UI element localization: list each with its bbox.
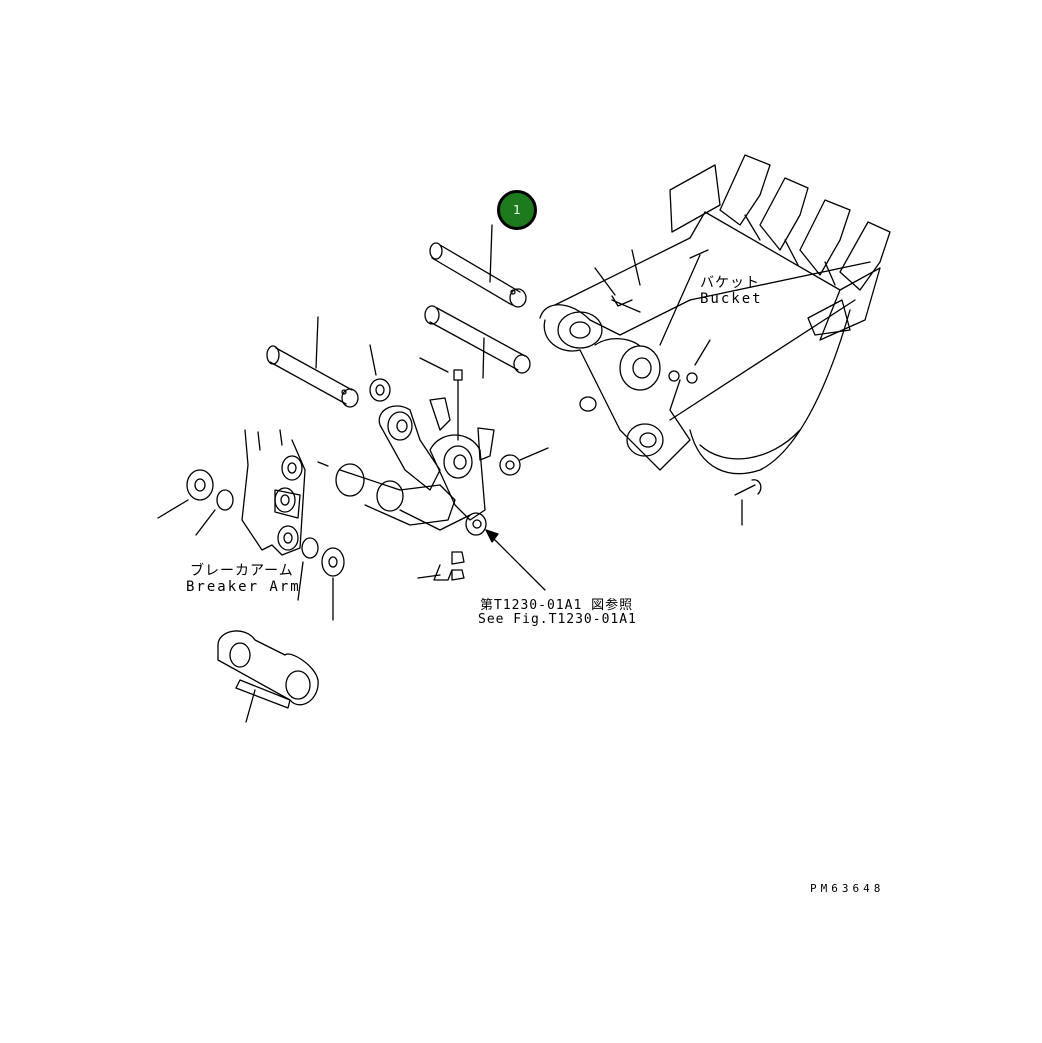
reference-label-ja: 第T1230-01A1 図参照 [480,598,634,613]
link-assembly [335,357,546,591]
pin-part-1 [429,224,527,308]
washer-parts [157,344,549,621]
bucket-drawing [539,154,891,526]
bucket-label-ja: バケット [700,275,760,291]
spacer-part [217,630,319,723]
bucket-label-en: Bucket [700,291,763,307]
breaker-arm-label-ja: ブレーカアーム [190,563,294,579]
drawing-code: PM63648 [810,882,885,895]
pin-part-3 [266,316,359,408]
breaker-arm-drawing [241,429,329,556]
reference-label-en: See Fig.T1230-01A1 [478,612,637,627]
callout-1-button[interactable]: 1 [497,190,537,230]
pin-part-2 [424,305,531,379]
breaker-arm-label-en: Breaker Arm [186,579,301,595]
